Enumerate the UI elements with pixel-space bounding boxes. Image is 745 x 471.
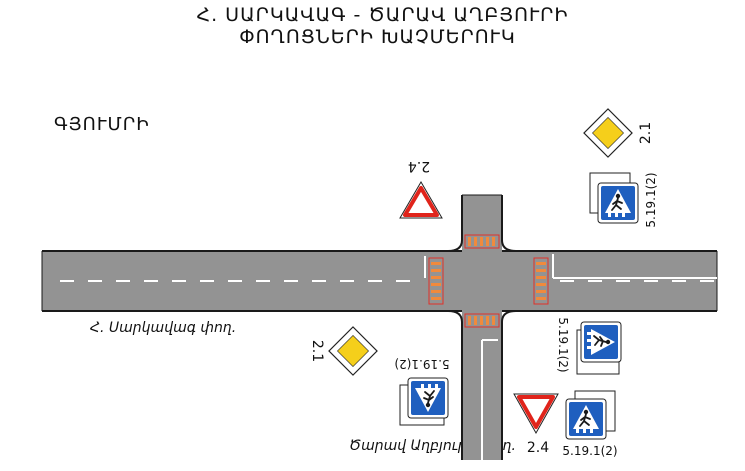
diagram-title-line-1: Հ. ՍԱՐԿԱՎԱԳ - ԾԱՐԱՎ ԱՂԲՅՈՒՐԻ — [196, 4, 569, 26]
crosswalk-sign-south-west: 5.19.1(2) — [394, 357, 450, 426]
give-way-code-north: 2.4 — [408, 158, 430, 174]
crosswalk-code-north-east: 5.19.1(2) — [644, 172, 658, 227]
street-label-horizontal: Հ. Սարկավագ փող. — [90, 320, 237, 336]
road-horizontal — [41, 250, 718, 312]
crosswalk-sign-north-east: 5.19.1(2) — [589, 172, 658, 228]
crosswalk-north — [464, 234, 500, 249]
diagram-title-line-2: ՓՈՂՈՑՆԵՐԻ ԽԱՉՄԵՐՈՒԿ — [239, 26, 516, 48]
priority-code-south-west: 2.1 — [309, 340, 325, 362]
region-label: ԳՅՈՒՄՐԻ — [54, 114, 150, 135]
crosswalk-south — [464, 313, 500, 328]
priority-code-north-east: 2.1 — [638, 122, 654, 144]
crosswalk-code-south-east: 5.19.1(2) — [556, 317, 570, 372]
crosswalk-east — [533, 257, 549, 305]
give-way-sign-south: 2.4 — [513, 393, 559, 456]
crosswalk-code-south-west: 5.19.1(2) — [394, 357, 449, 371]
priority-road-sign-north-east: 2.1 — [583, 108, 654, 158]
crosswalk-code-south: 5.19.1(2) — [562, 444, 617, 458]
priority-road-sign-south-west: 2.1 — [309, 326, 378, 376]
crosswalk-sign-south: 5.19.1(2) — [562, 390, 618, 458]
crosswalk-sign-south-east: 5.19.1(2) — [556, 317, 622, 375]
give-way-code-south: 2.4 — [527, 440, 549, 456]
give-way-sign-north: 2.4 — [399, 158, 443, 219]
crosswalk-west — [428, 257, 444, 305]
